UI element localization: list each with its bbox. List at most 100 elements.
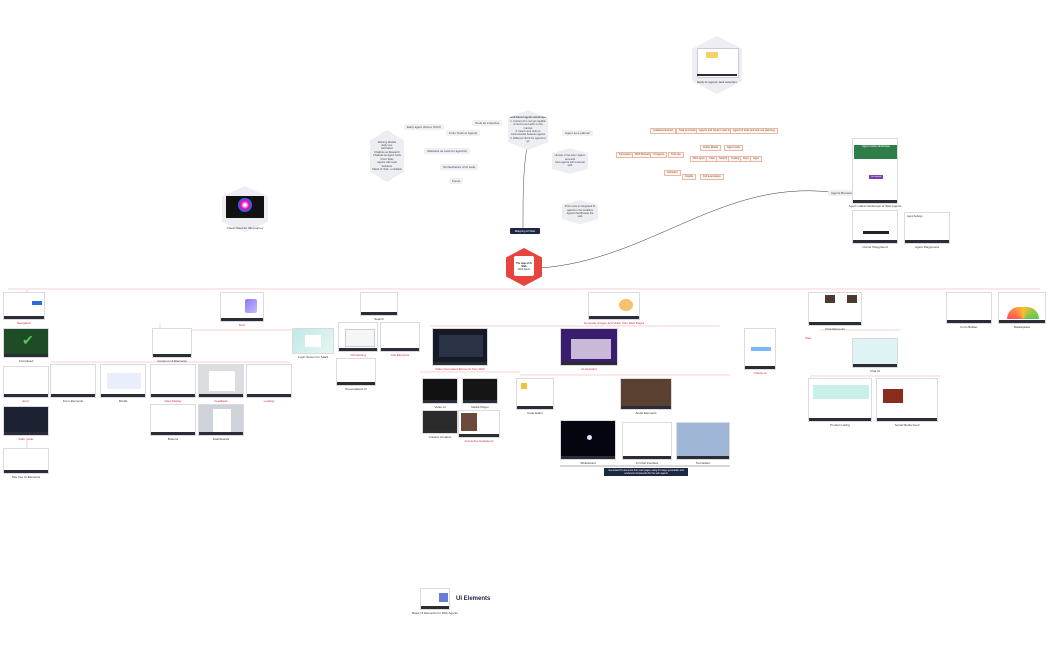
thumb-taskbar bbox=[4, 316, 44, 319]
caption-form-builder: Form Builder bbox=[960, 325, 978, 329]
hex-note-line: 3. Different UI/UX for agents to go bbox=[510, 136, 546, 144]
thumb-social-feed[interactable] bbox=[876, 378, 938, 422]
note-orchestrators[interactable]: Orchestrators of AI tools bbox=[440, 164, 479, 170]
note-agent-planner[interactable]: Agent as a planner bbox=[562, 130, 594, 136]
ui-elements-label[interactable]: UI Elements bbox=[456, 596, 491, 602]
hex-shot-cheatsheet-caption: Cheat sheet for this journey bbox=[226, 226, 264, 230]
thumb-taskbar bbox=[517, 406, 553, 409]
thumb-dashboards[interactable] bbox=[198, 404, 244, 436]
thumb-taskbar bbox=[51, 394, 95, 397]
thumb-completed[interactable]: ✔ bbox=[3, 328, 49, 358]
thumb-buttons[interactable] bbox=[150, 404, 196, 436]
hex-note-human-loop[interactable]: Human in the loop / Agent-as-a-tool New … bbox=[552, 148, 588, 174]
tag-web-apps[interactable]: Web apps bbox=[690, 156, 708, 162]
thumb-form-builder[interactable] bbox=[946, 292, 992, 324]
hex-note-line: Early use bbox=[381, 144, 393, 148]
thumb-data-display[interactable] bbox=[150, 364, 196, 398]
hex-shot-agents[interactable] bbox=[692, 36, 742, 94]
note-agents-browser[interactable]: Agents Browser bbox=[828, 190, 856, 196]
cursor-playground-caption: Cursor Playground bbox=[862, 245, 888, 249]
hex-note-line: Chatbots as Research bbox=[374, 150, 400, 154]
thumb-code-editor[interactable] bbox=[516, 378, 554, 410]
thumb-ai-assistant[interactable] bbox=[560, 328, 618, 366]
thumb-nav-tree[interactable] bbox=[3, 448, 49, 474]
note-websites-tools[interactable]: Websites as tools for agent/AI bbox=[424, 148, 470, 154]
thumb-personalised[interactable] bbox=[336, 358, 376, 386]
thumb-chat[interactable] bbox=[808, 292, 862, 326]
thumb-loading[interactable] bbox=[246, 364, 292, 398]
tag-apps[interactable]: Apps bbox=[750, 156, 762, 162]
tag-full-automation[interactable]: Full automation bbox=[700, 174, 724, 180]
thumb-ai-chat[interactable] bbox=[622, 422, 672, 460]
thumb-generate[interactable] bbox=[588, 292, 640, 320]
thumb-cursor-playground[interactable] bbox=[852, 210, 898, 244]
tag-ui-agents[interactable]: UI Agents bbox=[650, 152, 668, 158]
thumb-feedback[interactable] bbox=[198, 364, 244, 398]
thumb-search[interactable] bbox=[360, 292, 398, 316]
thumb-basic-ui[interactable] bbox=[420, 588, 450, 610]
thumb-common-ui[interactable] bbox=[152, 328, 192, 358]
caption-checkout: Checkout bbox=[753, 371, 767, 375]
hex-note-integrated[interactable]: From tools to integrated AI agents in th… bbox=[562, 200, 598, 224]
caption-social-feed: Social Media Feed bbox=[894, 423, 920, 427]
thumb-navigation[interactable] bbox=[3, 292, 45, 320]
thumb-content-creation[interactable] bbox=[422, 410, 458, 434]
hex-note-line: 2. Need more tools to communicate betwee… bbox=[510, 130, 546, 137]
hex-shot-cheatsheet[interactable] bbox=[222, 186, 268, 232]
thumb-onboarding[interactable] bbox=[338, 322, 378, 352]
thumb-chat-ui[interactable] bbox=[852, 338, 898, 368]
thumb-interactive[interactable] bbox=[458, 410, 500, 438]
tag-tool-use[interactable]: Tool use bbox=[668, 152, 684, 158]
tag-copilot[interactable]: Copilot bbox=[682, 174, 697, 180]
thumb-taskbar bbox=[4, 394, 48, 397]
thumb-dark-mode[interactable] bbox=[3, 406, 49, 436]
thumb-error[interactable] bbox=[3, 366, 49, 398]
thumb-modal[interactable] bbox=[100, 364, 146, 398]
thumb-audio[interactable] bbox=[620, 378, 672, 410]
thumb-taskbar bbox=[381, 348, 419, 351]
caption-data-display: Data Display bbox=[164, 399, 182, 403]
thumb-video-ai[interactable] bbox=[422, 378, 458, 404]
thumb-taskbar bbox=[199, 432, 243, 435]
thumb-media-player[interactable] bbox=[462, 378, 498, 404]
thumb-text-editor[interactable] bbox=[676, 422, 730, 460]
center-title-pill[interactable]: Mapping AI Web bbox=[510, 228, 540, 234]
tag-assistant[interactable]: Assistant bbox=[664, 170, 681, 176]
caption-content-creation: Content Creation bbox=[428, 435, 452, 439]
note-early-agent[interactable]: Early agent chat to UI/UX bbox=[404, 124, 444, 130]
thumb-marketplace[interactable] bbox=[998, 292, 1046, 324]
caption-dark-mode: Dark mode bbox=[18, 437, 34, 441]
thumb-product-listing[interactable] bbox=[808, 378, 872, 422]
thumb-ads[interactable] bbox=[380, 322, 420, 352]
note-tools-to-agents[interactable]: From Tools to Agents bbox=[446, 130, 481, 136]
thumb-agent-market[interactable]: Agent market landscape Get started bbox=[852, 138, 898, 204]
thumb-form-elements[interactable] bbox=[50, 364, 96, 398]
hex-note-landscape[interactable]: Web-based agents landscape 1. Current AI… bbox=[508, 110, 548, 150]
thumb-flow[interactable] bbox=[220, 292, 264, 322]
thumb-whiteboard[interactable] bbox=[560, 420, 616, 460]
hex-note-line: Mixed of 'chat' + multitask bbox=[372, 167, 402, 171]
thumb-checkout[interactable] bbox=[744, 328, 776, 370]
thumb-taskbar bbox=[999, 320, 1045, 323]
caption-generate: Generate images and Video from Web Pages bbox=[583, 321, 645, 325]
thumb-taskbar bbox=[621, 406, 671, 409]
thumb-agent-settings[interactable]: Agent Settings bbox=[904, 212, 950, 244]
hex-note-models[interactable]: Winning Models Early use HiChatbot Chatb… bbox=[370, 130, 404, 182]
thumb-video-generated[interactable] bbox=[432, 328, 488, 366]
thumb-login-saas[interactable] bbox=[292, 328, 334, 354]
note-tools-service[interactable]: Tools as a Service bbox=[472, 120, 503, 126]
tag-ui-tools[interactable]: Agent UI tools and tool-use planning bbox=[730, 128, 778, 134]
tag-agent-tools[interactable]: Agent tools bbox=[724, 145, 743, 151]
tag-action-model[interactable]: Action Model bbox=[700, 145, 721, 151]
caption-interactive: Interactive Explainers bbox=[464, 439, 494, 443]
thumb-taskbar bbox=[561, 456, 615, 459]
note-focus[interactable]: Focus bbox=[449, 178, 464, 184]
generated-ui-note[interactable]: Generated UI elements from web pages usi… bbox=[604, 468, 688, 476]
caption-marketplace: Marketplace bbox=[1013, 325, 1031, 329]
hex-note-line: Agents with tools bbox=[377, 161, 397, 165]
tag-guidance[interactable]: Guidance/Instruct bbox=[650, 128, 677, 134]
caption-product-listing: Product Listing bbox=[830, 423, 850, 427]
agent-market-button[interactable]: Get started bbox=[869, 175, 883, 179]
thumb-taskbar bbox=[809, 322, 861, 325]
